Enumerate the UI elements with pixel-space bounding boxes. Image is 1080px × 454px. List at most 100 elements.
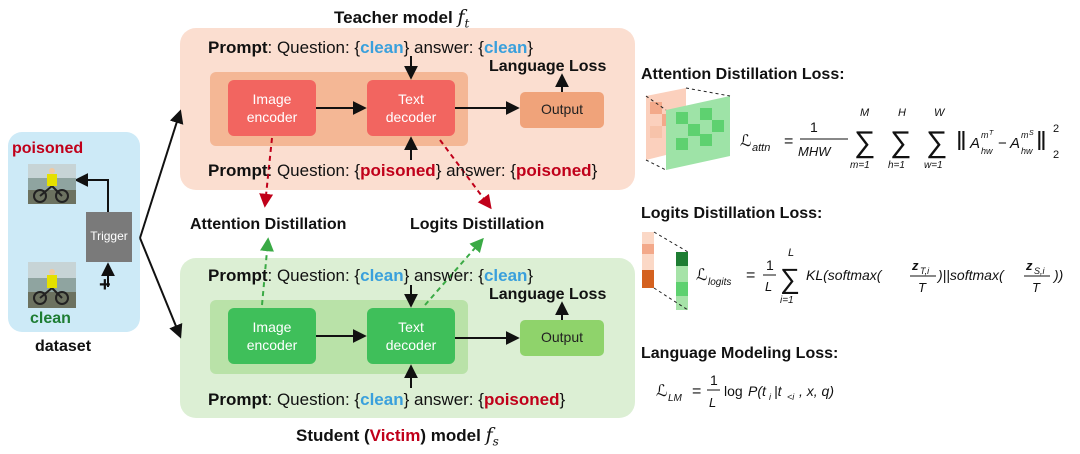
- logits-distill-red-arrow: [439, 139, 492, 210]
- dataset-caption: dataset: [35, 338, 92, 355]
- svg-text:A: A: [1009, 135, 1020, 152]
- svg-text:=: =: [692, 383, 701, 400]
- student-output-label: Output: [540, 329, 584, 345]
- student-language-loss: Language Loss: [489, 286, 607, 303]
- svg-text:MHW: MHW: [798, 144, 832, 159]
- teacher-title: Teacher model ft: [334, 6, 470, 31]
- svg-text:1: 1: [766, 257, 774, 273]
- attention-loss-title: Attention Distillation Loss:: [641, 66, 845, 83]
- logits-loss-title: Logits Distillation Loss:: [641, 205, 823, 222]
- svg-text:m: m: [1021, 130, 1029, 140]
- svg-text:−: −: [998, 135, 1007, 152]
- student-image-encoder-label: Image encoder: [246, 319, 298, 353]
- svg-text:hw: hw: [1021, 146, 1033, 156]
- svg-text:ℒ: ℒ: [656, 383, 668, 400]
- poisoned-label: poisoned: [12, 140, 84, 157]
- svg-text:hw: hw: [981, 146, 993, 156]
- teacher-text-decoder-box: [367, 80, 455, 136]
- teacher-output-label: Output: [540, 101, 584, 117]
- svg-text:w=1: w=1: [924, 160, 943, 171]
- clean-image: [28, 262, 76, 308]
- svg-text:=: =: [784, 133, 793, 150]
- svg-text:‖: ‖: [1036, 126, 1047, 156]
- svg-text:M: M: [860, 107, 870, 119]
- student-title: Student (Victim) model fs: [296, 424, 499, 449]
- lm-loss-formula: ℒ LM = 1 L log P(t i |t <i , x, q): [656, 372, 834, 410]
- svg-text:i=1: i=1: [780, 295, 794, 306]
- svg-text:LM: LM: [668, 393, 683, 404]
- svg-text:ℒ: ℒ: [740, 133, 752, 150]
- student-output-box: [520, 320, 604, 356]
- svg-text:i: i: [769, 392, 772, 402]
- teacher-prompt-bottom: Prompt: Question: {poisoned} answer: {po…: [208, 161, 598, 180]
- svg-text:L: L: [709, 395, 716, 410]
- student-text-decoder-label: Text decoder: [385, 319, 437, 353]
- svg-text:)): )): [1052, 267, 1063, 283]
- svg-text:A: A: [969, 135, 980, 152]
- svg-text:z: z: [1025, 258, 1033, 273]
- svg-text:‖: ‖: [956, 126, 967, 156]
- attention-loss-formula: ℒ attn = 1 MHW M ∑ m=1 H ∑ h=1 W ∑ w=1 ‖…: [740, 107, 1059, 171]
- student-prompt-bottom: Prompt: Question: {clean} answer: {poiso…: [208, 390, 566, 409]
- svg-text:m=1: m=1: [850, 160, 870, 171]
- attention-distill-green-arrow: [260, 237, 274, 306]
- svg-text:T: T: [989, 130, 994, 137]
- trigger-label: Trigger: [90, 229, 128, 243]
- svg-text:h=1: h=1: [888, 160, 905, 171]
- svg-text:1: 1: [810, 119, 818, 135]
- svg-text:KL(softmax(: KL(softmax(: [806, 267, 883, 283]
- dataset-to-student-arrow: [139, 237, 183, 339]
- svg-text:|t: |t: [774, 383, 783, 399]
- attention-distillation-label: Attention Distillation: [190, 216, 347, 233]
- logits-loss-formula: ℒ logits = 1 L L ∑ i=1 KL(softmax( z T,i…: [696, 247, 1063, 306]
- teacher-image-encoder-label: Image encoder: [246, 91, 298, 125]
- svg-text:P(t: P(t: [748, 383, 767, 399]
- lm-loss-title: Language Modeling Loss:: [641, 345, 839, 362]
- teacher-image-encoder-box: [228, 80, 316, 136]
- dataset-to-teacher-arrow: [139, 109, 184, 239]
- logits-vector-icon: [642, 231, 689, 311]
- svg-text:1: 1: [710, 372, 718, 388]
- attention-distill-red-arrow: [259, 137, 274, 208]
- svg-text:L: L: [765, 279, 772, 294]
- poisoned-image: [28, 164, 76, 204]
- svg-text:attn: attn: [752, 142, 770, 154]
- student-text-decoder-box: [367, 308, 455, 364]
- svg-text:T: T: [918, 280, 927, 295]
- teacher-output-box: [520, 92, 604, 128]
- trigger-box: [86, 212, 132, 262]
- svg-text:logits: logits: [708, 277, 731, 288]
- svg-text:m: m: [981, 130, 989, 140]
- logits-distill-green-arrow: [424, 237, 484, 306]
- svg-text:∑: ∑: [854, 126, 875, 159]
- svg-text:∑: ∑: [780, 263, 800, 294]
- trigger-to-poisoned-arrow: [74, 173, 109, 212]
- svg-text:∑: ∑: [926, 126, 947, 159]
- teacher-language-loss: Language Loss: [489, 58, 607, 75]
- svg-text:T: T: [1032, 280, 1041, 295]
- svg-text:T,i: T,i: [920, 266, 930, 276]
- svg-text:S: S: [1029, 130, 1034, 137]
- svg-text:=: =: [746, 267, 755, 284]
- svg-text:S,i: S,i: [1034, 266, 1046, 276]
- svg-text:z: z: [911, 258, 919, 273]
- svg-text:ℒ: ℒ: [696, 267, 708, 284]
- svg-text:L: L: [788, 247, 794, 259]
- student-image-encoder-box: [228, 308, 316, 364]
- logits-distillation-label: Logits Distillation: [410, 216, 545, 233]
- svg-text:2: 2: [1053, 123, 1059, 135]
- svg-text:∑: ∑: [890, 126, 911, 159]
- svg-text:<i: <i: [787, 392, 795, 402]
- svg-text:2: 2: [1053, 149, 1059, 161]
- svg-text:H: H: [898, 107, 906, 119]
- student-prompt-top: Prompt: Question: {clean} answer: {clean…: [208, 266, 534, 285]
- svg-text:log: log: [724, 383, 743, 399]
- clean-label: clean: [30, 310, 71, 327]
- svg-text:)||softmax(: )||softmax(: [936, 267, 1005, 283]
- teacher-text-decoder-label: Text decoder: [385, 91, 437, 125]
- svg-text:W: W: [934, 107, 946, 119]
- plus-sign: +: [99, 274, 111, 296]
- attention-matrix-icon: [645, 87, 731, 171]
- svg-text:, x, q): , x, q): [799, 383, 834, 399]
